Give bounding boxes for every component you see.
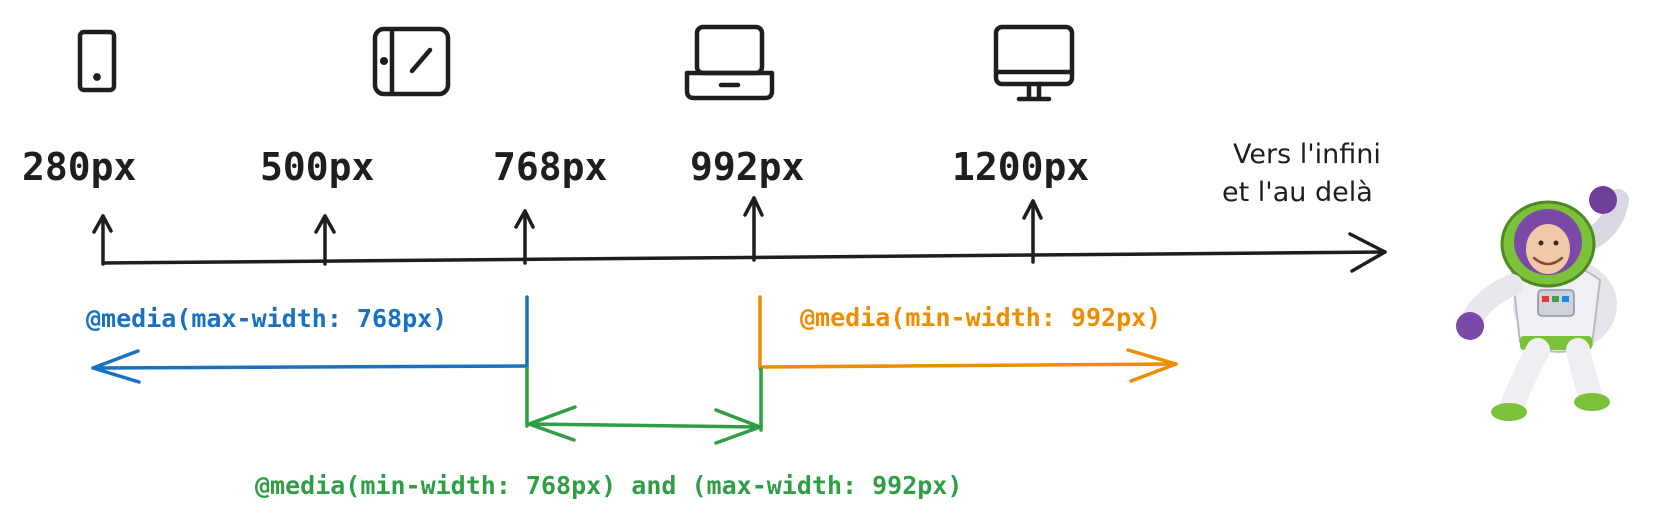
tick-arrow-280 — [92, 214, 113, 266]
space-ranger-figure — [1456, 186, 1629, 421]
tagline-line-1: Vers l'infini — [1233, 139, 1381, 170]
breakpoint-label-992: 992px — [690, 145, 804, 189]
min-max-range-arrow — [525, 366, 763, 445]
tick-arrow-500 — [314, 214, 336, 266]
desktop-icon — [993, 24, 1075, 102]
max-width-media-query: @media(max-width: 768px) — [86, 304, 447, 333]
breakpoint-label-1200: 1200px — [952, 145, 1089, 189]
max-width-range-arrow — [91, 295, 529, 384]
phone-icon — [77, 29, 117, 93]
tagline-line-2: et l'au delà — [1222, 177, 1373, 208]
min-width-range-arrow — [758, 295, 1178, 383]
tick-arrow-1200 — [1022, 199, 1043, 264]
min-width-media-query: @media(min-width: 992px) — [800, 303, 1161, 332]
min-max-media-query: @media(min-width: 768px) and (max-width:… — [255, 471, 962, 500]
tick-arrow-768 — [514, 209, 535, 265]
breakpoint-label-280: 280px — [22, 145, 136, 189]
breakpoint-label-768: 768px — [493, 145, 607, 189]
viewport-axis — [101, 232, 1387, 273]
breakpoint-label-500: 500px — [260, 145, 374, 189]
tablet-icon — [372, 26, 451, 97]
tick-arrow-992 — [743, 196, 764, 262]
laptop-icon — [684, 24, 775, 101]
